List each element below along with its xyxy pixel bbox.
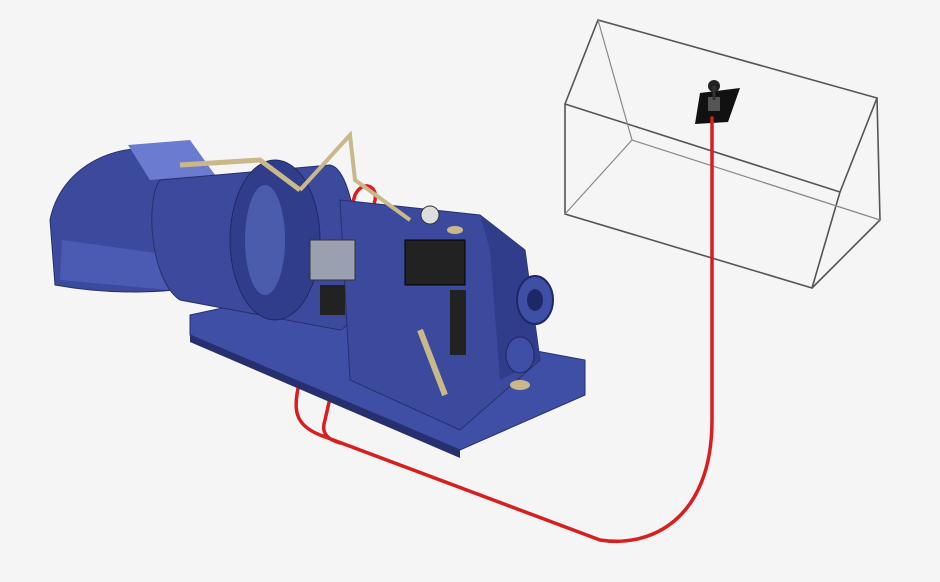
cabin-enclosure [563,19,881,289]
control-cable [294,116,714,543]
waterjet-unit [49,130,586,458]
joystick-control-icon [695,80,740,124]
